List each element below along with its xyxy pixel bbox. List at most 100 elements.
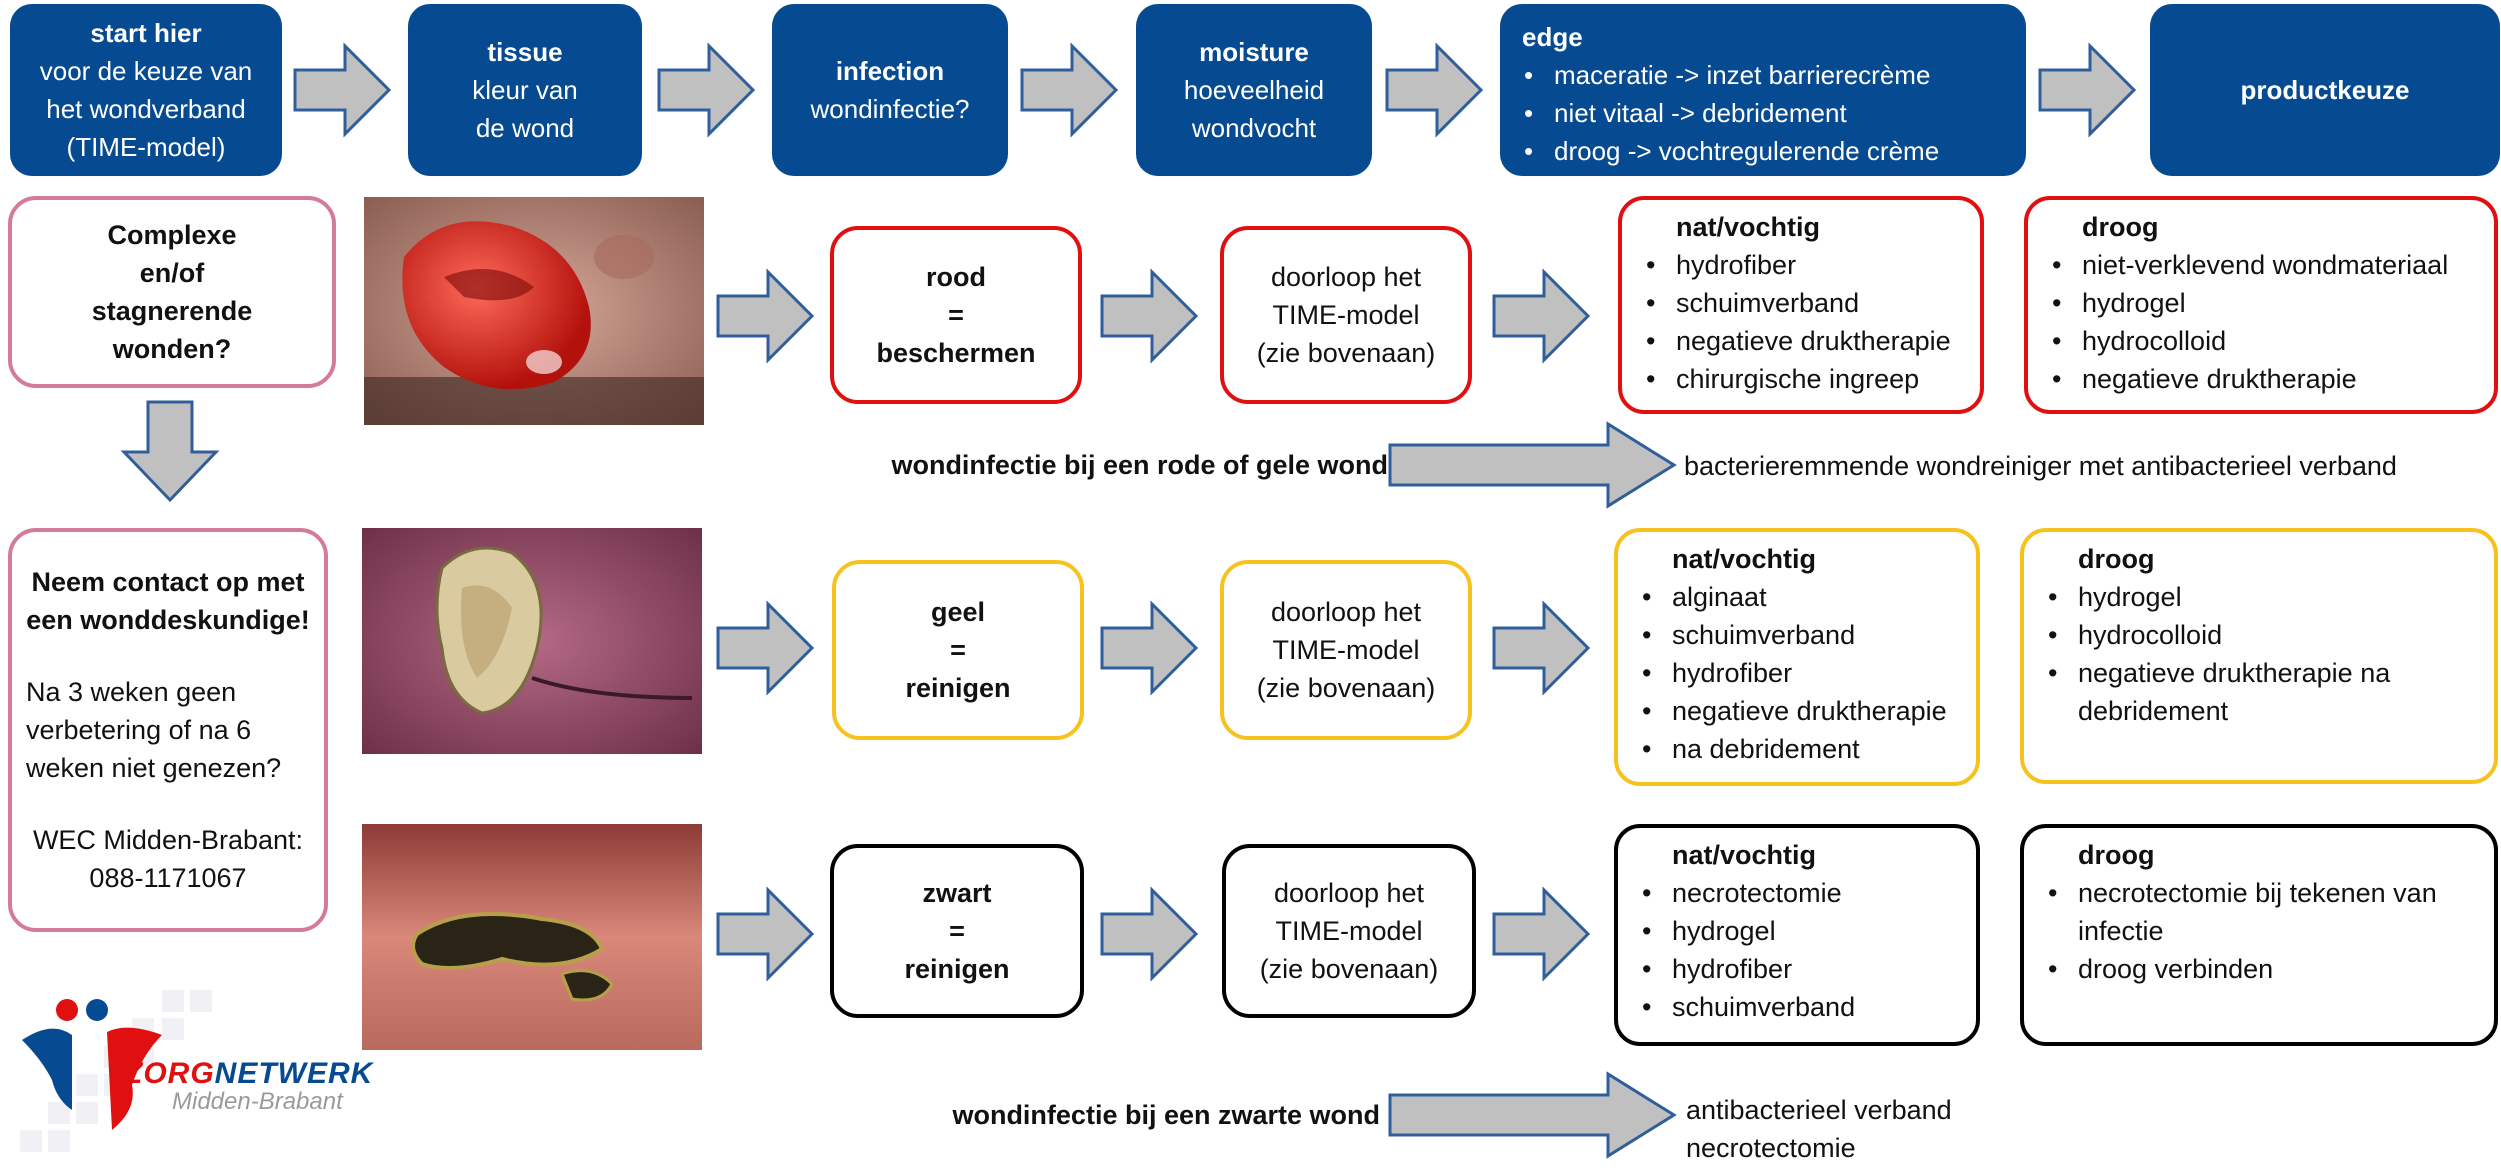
complex-line: en/of bbox=[139, 258, 205, 288]
red-color-box: rood = beschermen bbox=[830, 226, 1082, 404]
yellow-color-box: geel = reinigen bbox=[832, 560, 1084, 740]
moisture-line: hoeveelheid bbox=[1183, 75, 1325, 105]
wet-item: schuimverband bbox=[1642, 988, 1962, 1026]
edge-list: maceratie -> inzet barrierecrème niet vi… bbox=[1522, 56, 1939, 170]
red-time-box: doorloop het TIME-model (zie bovenaan) bbox=[1220, 226, 1472, 404]
dry-list: niet-verklevend wondmateriaal hydrogel h… bbox=[2048, 246, 2480, 398]
dry-item: hydrogel bbox=[2048, 578, 2480, 616]
color-eq: = bbox=[950, 635, 966, 665]
wet-item: hydrofiber bbox=[1642, 950, 1962, 988]
red-dry-box: droog niet-verklevend wondmateriaal hydr… bbox=[2024, 196, 2498, 414]
black-wet-box: nat/vochtig necrotectomie hydrogel hydro… bbox=[1614, 824, 1980, 1046]
time-line: TIME-model bbox=[1275, 916, 1423, 946]
yellow-dry-box: droog hydrogel hydrocolloid negatieve dr… bbox=[2020, 528, 2498, 784]
contact-heading: Neem contact op met bbox=[31, 567, 305, 597]
infection-note-black-label: wondinfectie bij een zwarte wond bbox=[952, 1100, 1380, 1130]
moisture-line: wondvocht bbox=[1191, 113, 1317, 143]
wet-title: nat/vochtig bbox=[1672, 544, 1817, 574]
dry-item-continued: infectie bbox=[2078, 916, 2164, 946]
edge-title: edge bbox=[1522, 22, 1583, 52]
arrow-right-icon bbox=[1020, 42, 1119, 138]
time-line: (zie bovenaan) bbox=[1256, 338, 1436, 368]
contact-text: Na 3 weken geen bbox=[26, 677, 237, 707]
start-box: start hier voor de keuze van het wondver… bbox=[10, 4, 282, 176]
dry-item: negatieve druktherapie bbox=[2052, 360, 2480, 398]
start-title: start hier bbox=[90, 18, 202, 48]
logo-subtitle: Midden-Brabant bbox=[172, 1088, 343, 1115]
yellow-wet-box: nat/vochtig alginaat schuimverband hydro… bbox=[1614, 528, 1980, 786]
wet-item: alginaat bbox=[1642, 578, 1962, 616]
complex-line: stagnerende bbox=[91, 296, 253, 326]
time-line: TIME-model bbox=[1272, 300, 1420, 330]
wet-list: hydrofiber schuimverband negatieve drukt… bbox=[1642, 246, 1966, 398]
time-line: TIME-model bbox=[1272, 635, 1420, 665]
start-line: het wondverband bbox=[46, 94, 246, 124]
dry-title: droog bbox=[2082, 212, 2159, 242]
dry-item: negatieve druktherapie na bbox=[2048, 654, 2480, 692]
color-eq: = bbox=[948, 300, 964, 330]
arrow-right-icon bbox=[1385, 42, 1484, 138]
result-line: antibacterieel verband bbox=[1686, 1095, 1952, 1125]
contact-expert-box: Neem contact op met een wonddeskundige! … bbox=[8, 528, 328, 932]
time-line: (zie bovenaan) bbox=[1256, 673, 1436, 703]
black-color-box: zwart = reinigen bbox=[830, 844, 1084, 1018]
black-dry-box: droog necrotectomie bij tekenen van infe… bbox=[2020, 824, 2498, 1046]
dry-item: necrotectomie bij tekenen van bbox=[2048, 874, 2480, 912]
color-action: beschermen bbox=[876, 338, 1036, 368]
logo-zorg: ZORG bbox=[124, 1057, 215, 1090]
logo-netwerk: NETWERK bbox=[214, 1057, 374, 1090]
dry-item: hydrocolloid bbox=[2048, 616, 2480, 654]
arrow-right-icon bbox=[657, 42, 756, 138]
color-eq: = bbox=[949, 916, 965, 946]
wet-list: alginaat schuimverband hydrofiber negati… bbox=[1638, 578, 1962, 768]
tissue-line: kleur van bbox=[472, 75, 578, 105]
black-wound-photo bbox=[362, 824, 702, 1050]
time-line: doorloop het bbox=[1270, 262, 1422, 292]
arrow-right-icon bbox=[1492, 268, 1591, 364]
complex-line: wonden? bbox=[112, 334, 232, 364]
arrow-right-icon bbox=[293, 42, 392, 138]
arrow-right-icon bbox=[716, 268, 815, 364]
wet-item-continued: na debridement bbox=[1642, 730, 1962, 768]
wet-item: negatieve druktherapie bbox=[1642, 692, 1962, 730]
contact-heading: een wonddeskundige! bbox=[26, 605, 310, 635]
time-line: doorloop het bbox=[1273, 878, 1425, 908]
arrow-right-icon bbox=[2038, 42, 2137, 138]
color-action: reinigen bbox=[905, 673, 1011, 703]
arrow-right-icon bbox=[1492, 886, 1591, 982]
dry-item: droog verbinden bbox=[2048, 950, 2480, 988]
edge-item: maceratie -> inzet barrierecrème bbox=[1524, 56, 1939, 94]
dry-list: hydrogel hydrocolloid negatieve drukther… bbox=[2044, 578, 2480, 730]
wet-item: schuimverband bbox=[1642, 616, 1962, 654]
wet-item: hydrofiber bbox=[1642, 654, 1962, 692]
red-wet-box: nat/vochtig hydrofiber schuimverband neg… bbox=[1618, 196, 1984, 414]
arrow-right-icon bbox=[1100, 886, 1199, 982]
color-title: geel bbox=[930, 597, 986, 627]
time-line: doorloop het bbox=[1270, 597, 1422, 627]
arrow-right-long-icon bbox=[1388, 1071, 1677, 1159]
edge-item: niet vitaal -> debridement bbox=[1524, 94, 1939, 132]
color-action: reinigen bbox=[904, 954, 1010, 984]
tissue-title: tissue bbox=[487, 37, 563, 67]
start-line: voor de keuze van bbox=[39, 56, 253, 86]
productkeuze-box: productkeuze bbox=[2150, 4, 2500, 176]
wet-item: hydrogel bbox=[1642, 912, 1962, 950]
time-line: (zie bovenaan) bbox=[1259, 954, 1439, 984]
wet-list: necrotectomie hydrogel hydrofiber schuim… bbox=[1638, 874, 1962, 1026]
infection-note-red-yellow-label: wondinfectie bij een rode of gele wond bbox=[891, 450, 1388, 480]
infection-title: infection bbox=[835, 56, 945, 86]
wet-item: schuimverband bbox=[1646, 284, 1966, 322]
complex-line: Complexe bbox=[107, 220, 237, 250]
productkeuze-title: productkeuze bbox=[2240, 75, 2410, 105]
arrow-down-icon bbox=[120, 400, 220, 503]
arrow-right-icon bbox=[716, 886, 815, 982]
wet-item: chirurgische ingreep bbox=[1646, 360, 1966, 398]
edge-item: droog -> vochtregulerende crème bbox=[1524, 132, 1939, 170]
color-title: rood bbox=[926, 262, 986, 292]
contact-text: weken niet genezen? bbox=[26, 753, 282, 783]
infection-note-red-yellow-result: bacterieremmende wondreiniger met antiba… bbox=[1684, 451, 2397, 481]
start-line: (TIME-model) bbox=[66, 132, 226, 162]
zorgnetwerk-logo-icon bbox=[20, 990, 212, 1152]
black-time-box: doorloop het TIME-model (zie bovenaan) bbox=[1222, 844, 1476, 1018]
arrow-right-long-icon bbox=[1388, 421, 1677, 509]
